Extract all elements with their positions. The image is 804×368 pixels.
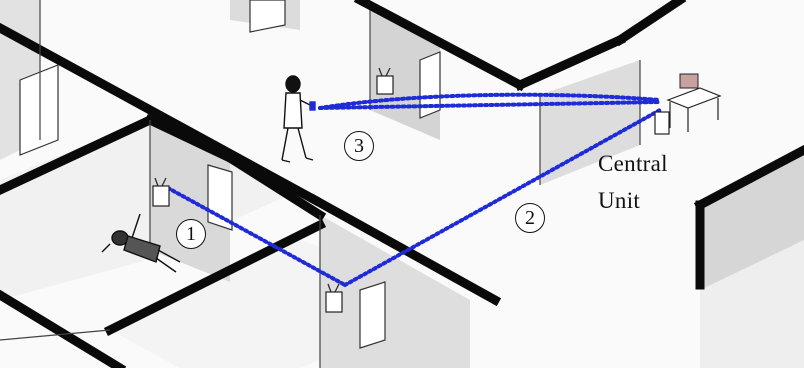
link-1-badge: 1 — [176, 219, 206, 249]
door-3 — [420, 52, 440, 118]
door-1 — [20, 65, 58, 155]
link-3-badge: 3 — [344, 131, 374, 161]
link-2-badge: 2 — [515, 203, 545, 233]
central-unit-label-line2: Unit — [598, 182, 668, 219]
central-unit-label: Central Unit — [598, 145, 668, 219]
door-4 — [360, 282, 385, 348]
central-unit-label-line1: Central — [598, 145, 668, 182]
